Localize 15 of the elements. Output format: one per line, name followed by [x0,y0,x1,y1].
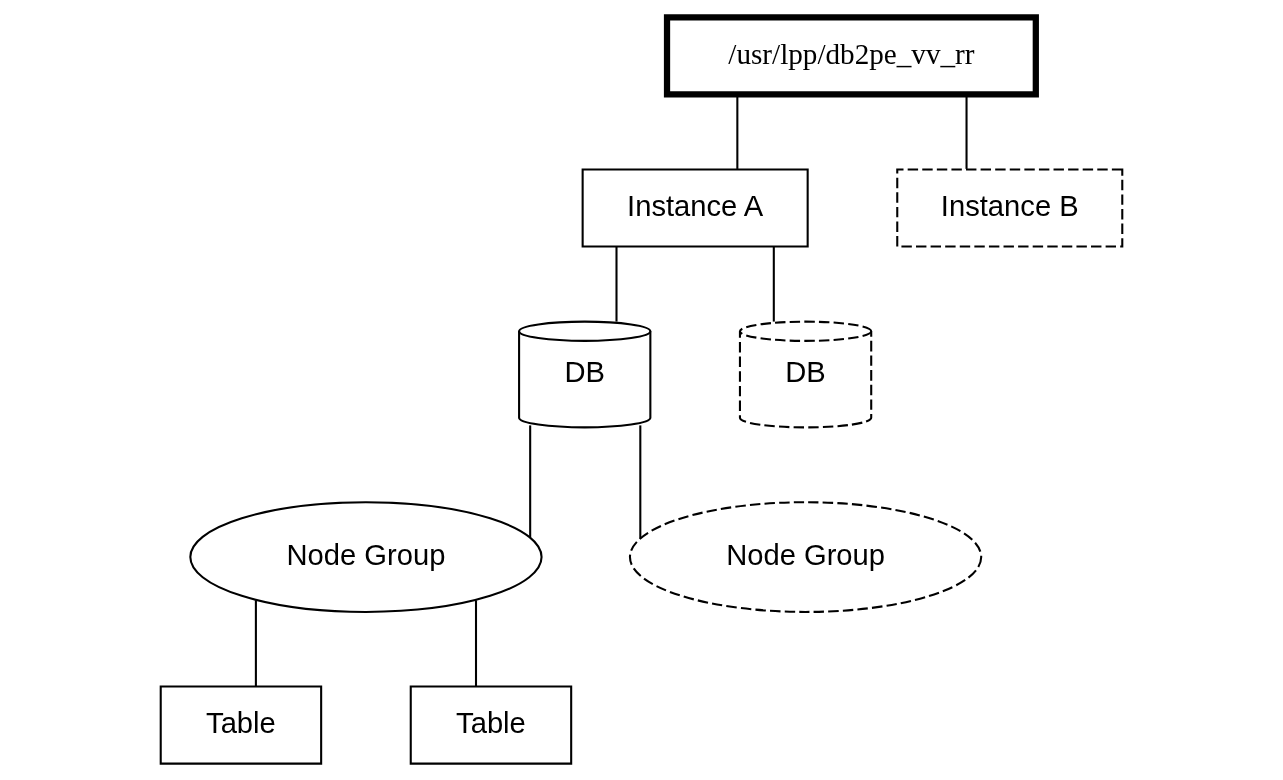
connector [615,246,618,322]
node-ellipse: Node Group [189,500,543,613]
node-box: Table [159,685,323,765]
node-box: Instance A [581,167,809,248]
connector [772,246,775,322]
node-box: Table [409,685,573,765]
connector [254,599,257,687]
node-ellipse: Node Group [628,500,983,613]
connector [474,599,478,687]
connector [736,94,739,169]
connector [965,94,968,169]
node-box: Instance B [896,167,1124,248]
connector [639,424,642,538]
node-box: /usr/lpp/db2pe_vv_rr [663,13,1039,98]
connector [529,424,532,537]
